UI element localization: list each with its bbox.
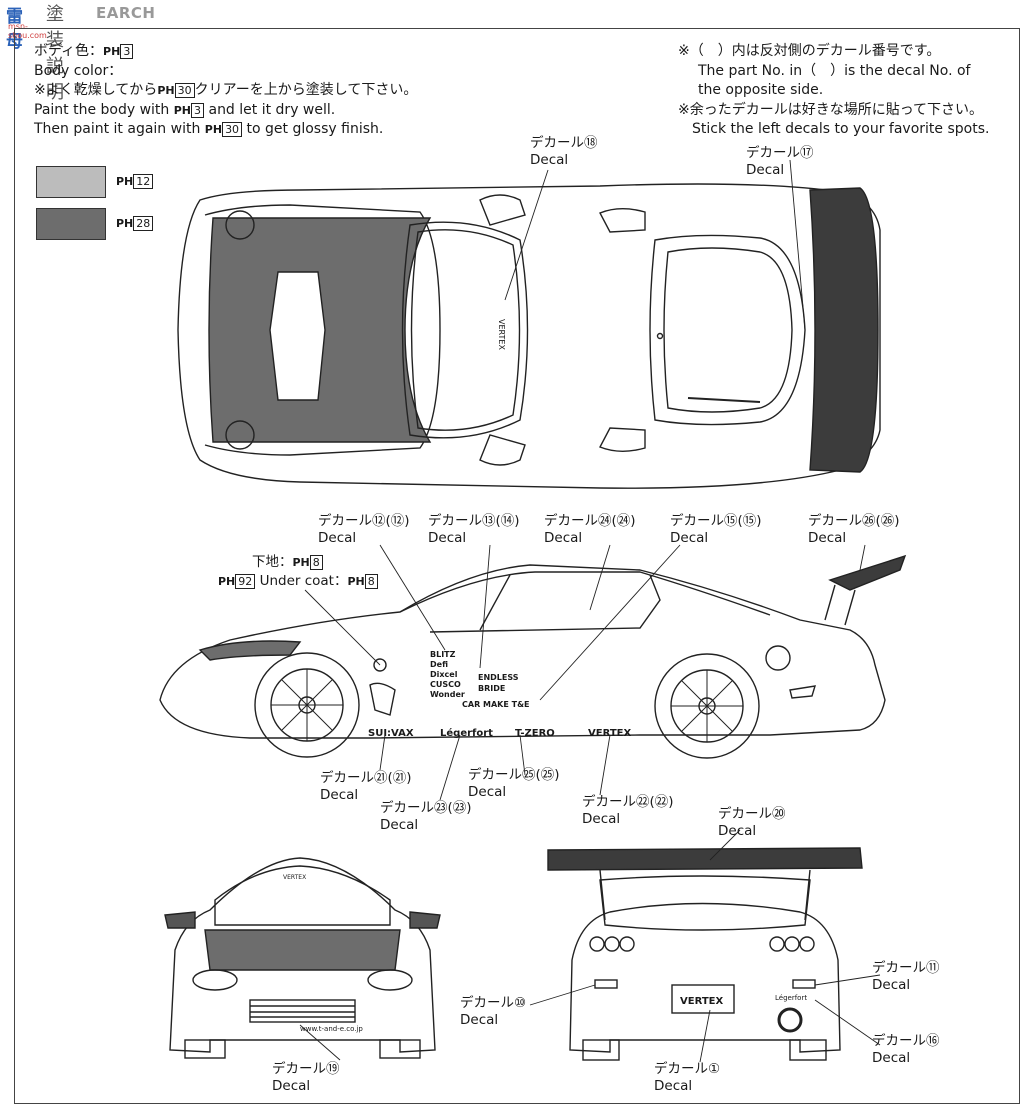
side-view-car: [159, 554, 907, 759]
decal-callout-15: デカール⑮(⑮)Decal: [670, 513, 762, 546]
skirt-vertex: VERTEX: [588, 728, 632, 739]
door-sponsor-decals: BLITZ Defi Dixcel CUSCO Wonder: [430, 650, 465, 699]
diagram-frame: [14, 28, 1020, 1104]
front-url-decal: www.t-and-e.co.jp: [300, 1025, 363, 1033]
swatch-ph12: [36, 166, 106, 198]
decal-callout-13: デカール⑬(⑭)Decal: [428, 513, 520, 546]
rear-plate-vertex: VERTEX: [680, 996, 724, 1007]
note-leftover-en: Stick the left decals to your favorite s…: [692, 121, 990, 137]
rear-legerfort-decal: Légerfort: [775, 994, 808, 1002]
decal-callout-24: デカール㉔(㉔)Decal: [544, 513, 636, 546]
decal-callout-12: デカール⑫(⑫)Decal: [318, 513, 410, 546]
note-opposite-en-2: the opposite side.: [698, 82, 824, 98]
decal-notes: ※（ ）内は反対側のデカール番号です。 The part No. in（ ）is…: [678, 42, 989, 140]
site-logo-sub: msn-shou.com: [8, 22, 47, 40]
decal-callout-25: デカール㉕(㉕)Decal: [468, 767, 560, 800]
skirt-tzero: T-ZERO: [515, 728, 555, 739]
decal-callout-26: デカール㉖(㉖)Decal: [808, 513, 900, 546]
door-sponsor-decals-2: ENDLESS BRIDE: [478, 673, 519, 693]
note-opposite-jp: ※（ ）内は反対側のデカール番号です。: [678, 43, 941, 59]
windshield-vertex-decal: VERTEX: [283, 874, 307, 881]
decal-callout-21: デカール㉑(㉑)Decal: [320, 770, 412, 803]
decal-callout-22: デカール㉒(㉒)Decal: [582, 794, 674, 827]
decal-callout-23: デカール㉓(㉓)Decal: [380, 800, 472, 833]
note-leftover-jp: ※余ったデカールは好きな場所に貼って下さい。: [678, 101, 984, 118]
front-view-car: [164, 857, 441, 1059]
note-opposite-en-1: The part No. in（ ）is the decal No. of: [698, 62, 971, 79]
search-watermark: EARCH: [96, 4, 156, 22]
top-view-car: [177, 183, 881, 489]
skirt-legerfort: Légerfort: [440, 728, 493, 739]
hood-vertex-decal: VERTEX: [496, 319, 506, 350]
skirt-suivax: SUI:VAX: [368, 728, 414, 739]
leader-lines: [299, 159, 881, 1063]
car-make-decal: CAR MAKE T&E: [462, 700, 530, 709]
swatch-ph28: [36, 208, 106, 240]
rear-view-car: [547, 847, 863, 1061]
body-color-en: Body color：: [34, 62, 123, 79]
page-title: 塗装説明: [46, 4, 64, 103]
